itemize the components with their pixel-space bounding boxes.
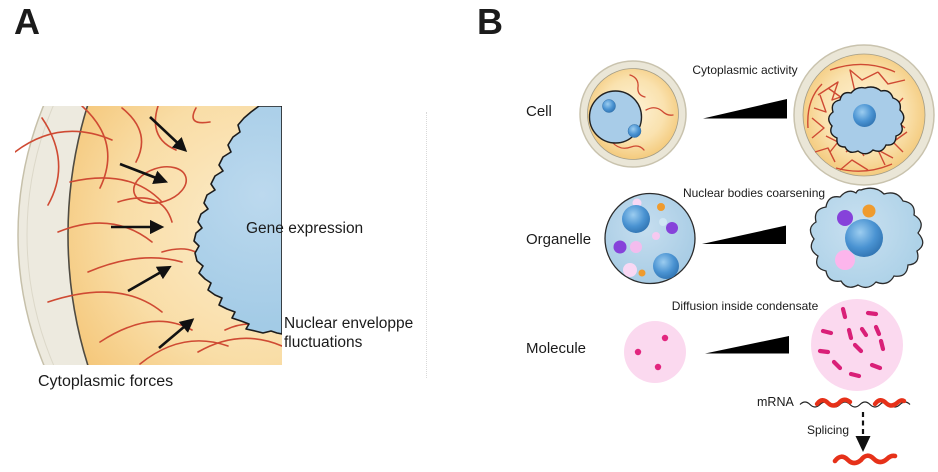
nuclear-body-icon bbox=[837, 210, 853, 226]
coarsening-gradient-triangle bbox=[702, 225, 786, 244]
panel-b-illustration bbox=[579, 44, 935, 466]
nuclear-body-icon bbox=[666, 222, 678, 234]
exon-segment-icon bbox=[872, 398, 907, 408]
nuclear-body-icon bbox=[657, 203, 665, 211]
condensate-fast-diffusion-icon bbox=[811, 299, 903, 391]
nuclear-envelope-line2: fluctuations bbox=[284, 333, 363, 351]
sparse-filaments-icon bbox=[611, 74, 674, 151]
molecule-dot-icon bbox=[661, 334, 669, 342]
nuclear-envelope-label: Nuclear enveloppe fluctuations bbox=[284, 315, 413, 353]
exon-segment-icon bbox=[814, 397, 853, 408]
force-arrows-icon bbox=[111, 116, 195, 349]
panel-a-letter: A bbox=[14, 1, 40, 42]
row-label-organelle: Organelle bbox=[526, 231, 592, 248]
organelle-coarsened-icon bbox=[809, 187, 924, 289]
panel-divider-line bbox=[426, 112, 427, 378]
nuclear-body-icon bbox=[835, 250, 855, 270]
nuclear-body-icon bbox=[622, 205, 650, 233]
diffusion-gradient-triangle bbox=[705, 336, 789, 354]
cytoplasmic-forces-label: Cytoplasmic forces bbox=[38, 373, 174, 390]
condensate-slow-diffusion-icon bbox=[624, 321, 686, 383]
nuclear-body-icon bbox=[623, 263, 637, 277]
splicing-arrowhead-icon bbox=[855, 436, 871, 452]
row-label-molecule: Molecule bbox=[526, 340, 587, 357]
nuclear-body-icon bbox=[613, 240, 627, 254]
molecule-trace-icons bbox=[817, 306, 886, 379]
organelle-dispersed-icon bbox=[604, 192, 696, 285]
molecule-dot-icon bbox=[634, 348, 642, 356]
gradient-label-diffusion: Diffusion inside condensate bbox=[671, 299, 819, 313]
nuclear-body-icon bbox=[659, 218, 667, 226]
nuclear-envelope-line1: Nuclear enveloppe bbox=[284, 315, 414, 332]
gene-expression-label: Gene expression bbox=[246, 220, 364, 237]
activity-gradient-triangle bbox=[703, 99, 787, 119]
nuclear-body-icon bbox=[845, 219, 883, 257]
nuclear-body-icon bbox=[638, 269, 646, 277]
nuclear-body-icon bbox=[652, 232, 660, 240]
gradient-label-nuclear-bodies: Nuclear bodies coarsening bbox=[682, 186, 826, 200]
cell-low-activity-icon bbox=[579, 60, 687, 168]
nuclear-body-icon bbox=[653, 253, 679, 279]
mrna-label: mRNA bbox=[757, 395, 794, 409]
nuclear-body-icon bbox=[862, 204, 876, 218]
nucleolus-icon bbox=[602, 99, 616, 113]
spliced-mrna-icon bbox=[832, 453, 898, 466]
row-label-cell: Cell bbox=[526, 103, 552, 120]
nuclear-body-icon bbox=[630, 241, 642, 253]
molecule-dot-icon bbox=[654, 363, 662, 371]
nucleolus-icon bbox=[853, 104, 876, 127]
nucleus-icon bbox=[193, 106, 282, 335]
nucleolus-icon bbox=[627, 124, 642, 138]
cell-high-activity-icon bbox=[793, 44, 935, 186]
mrna-splicing-icon bbox=[799, 397, 911, 466]
gradient-label-cytoplasmic-activity: Cytoplasmic activity bbox=[692, 63, 798, 77]
panel-a-illustration bbox=[15, 106, 282, 365]
splicing-label: Splicing bbox=[807, 423, 850, 437]
panel-b-letter: B bbox=[477, 1, 503, 42]
